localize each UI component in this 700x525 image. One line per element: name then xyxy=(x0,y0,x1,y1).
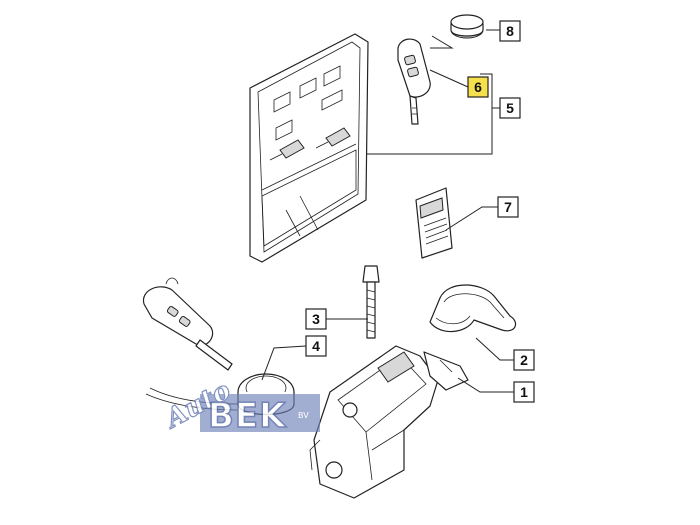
callout-7-label: 7 xyxy=(504,199,512,215)
remote-key-icon xyxy=(142,277,233,371)
bolt-icon xyxy=(362,265,380,339)
key-kit-card xyxy=(249,33,369,263)
callout-3: 3 xyxy=(305,308,327,330)
watermark-logo: Auto BEK BV xyxy=(158,375,320,437)
callout-6: 6 xyxy=(467,76,489,98)
callout-4: 4 xyxy=(305,335,327,357)
callout-5-label: 5 xyxy=(506,100,514,116)
battery-icon xyxy=(450,14,484,39)
watermark-bv-text: BV xyxy=(298,411,309,420)
watermark-bek-text: BEK xyxy=(208,396,287,436)
code-card-icon xyxy=(415,187,453,259)
callout-3-label: 3 xyxy=(312,311,320,327)
callout-8-label: 8 xyxy=(506,23,514,39)
ignition-lock-icon xyxy=(309,345,469,499)
callout-2: 2 xyxy=(513,349,535,371)
callout-1: 1 xyxy=(513,381,535,403)
callout-5: 5 xyxy=(499,97,521,119)
ignition-shroud xyxy=(429,284,517,333)
key-fob-icon xyxy=(397,38,431,125)
callout-7: 7 xyxy=(497,196,519,218)
callout-1-label: 1 xyxy=(520,384,528,400)
callout-8: 8 xyxy=(499,20,521,42)
callout-2-label: 2 xyxy=(520,352,528,368)
callout-4-label: 4 xyxy=(312,338,320,354)
callout-6-label: 6 xyxy=(474,79,482,95)
